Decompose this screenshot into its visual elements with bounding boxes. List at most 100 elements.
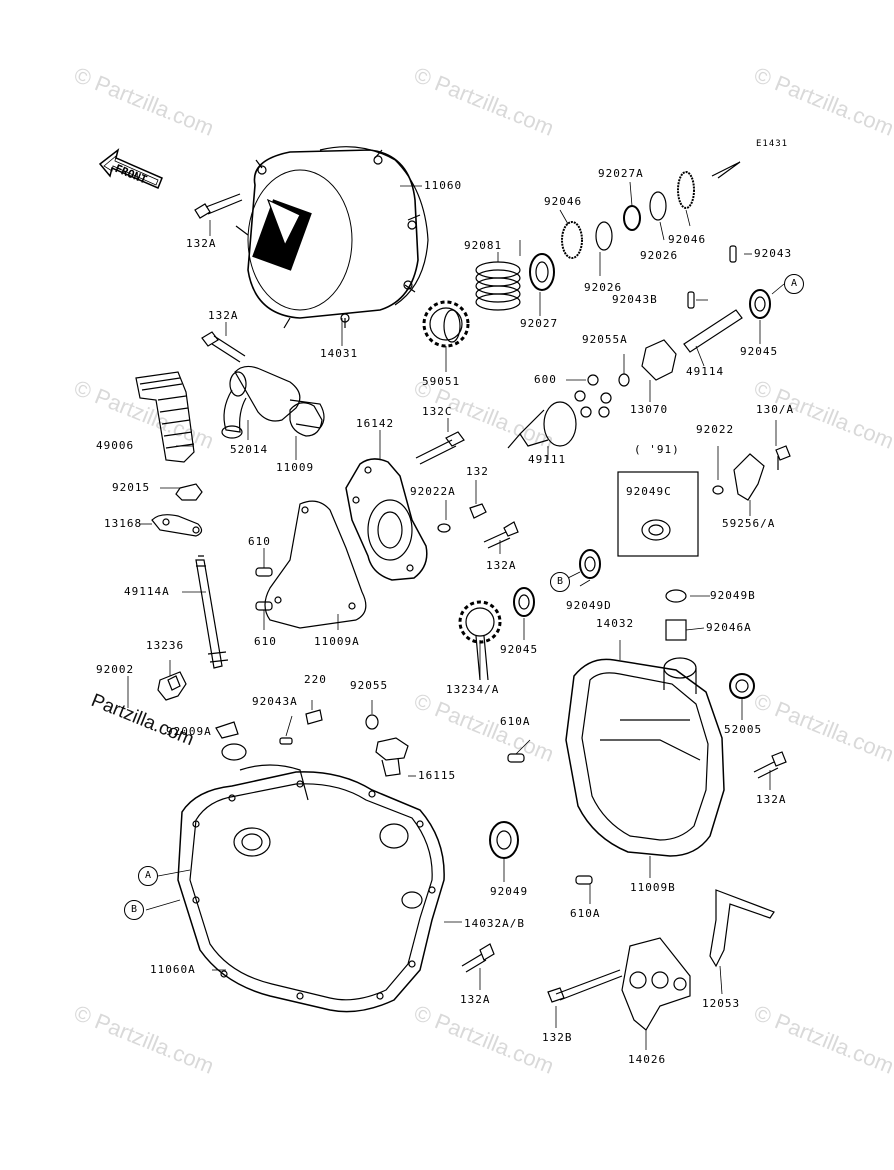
oring-92055 bbox=[365, 714, 379, 730]
part-label[interactable]: 92049 bbox=[490, 885, 529, 898]
part-label[interactable]: 11060 bbox=[424, 179, 463, 192]
part-label[interactable]: 59256/A bbox=[722, 517, 776, 530]
part-label[interactable]: 132A bbox=[186, 237, 217, 250]
part-label[interactable]: 92046 bbox=[668, 233, 707, 246]
impeller-13070 bbox=[641, 339, 677, 381]
bearing-92045 bbox=[749, 289, 771, 319]
part-label[interactable]: 92043 bbox=[754, 247, 793, 260]
part-label[interactable]: 92055A bbox=[582, 333, 628, 346]
part-label[interactable]: 92046 bbox=[544, 195, 583, 208]
part-label[interactable]: 13236 bbox=[146, 639, 185, 652]
part-label[interactable]: 132A bbox=[486, 559, 517, 572]
lever-13236 bbox=[157, 671, 187, 701]
part-label[interactable]: 14031 bbox=[320, 347, 359, 360]
part-label[interactable]: 92027 bbox=[520, 317, 559, 330]
part-label[interactable]: 92026 bbox=[640, 249, 679, 262]
water-elbow-52014 bbox=[221, 365, 325, 439]
pin-92043b bbox=[687, 291, 695, 309]
part-label[interactable]: 132 bbox=[466, 465, 489, 478]
part-label[interactable]: 16142 bbox=[356, 417, 395, 430]
part-label[interactable]: 13234/A bbox=[446, 683, 500, 696]
bracket-12053 bbox=[709, 889, 775, 968]
part-label[interactable]: 132A bbox=[208, 309, 239, 322]
part-label[interactable]: 92043A bbox=[252, 695, 298, 708]
part-label[interactable]: 13070 bbox=[630, 403, 669, 416]
part-label[interactable]: 13168 bbox=[104, 517, 143, 530]
part-label[interactable]: 220 bbox=[304, 673, 327, 686]
pin-610a bbox=[507, 753, 525, 763]
part-label[interactable]: 92022 bbox=[696, 423, 735, 436]
part-label[interactable]: 92049D bbox=[566, 599, 612, 612]
crankcase-cover-14032ab bbox=[177, 764, 445, 1013]
part-label[interactable]: 92049B bbox=[710, 589, 756, 602]
part-label[interactable]: 92045 bbox=[500, 643, 539, 656]
part-label[interactable]: 92046A bbox=[706, 621, 752, 634]
bracket-13168 bbox=[151, 514, 203, 537]
part-label[interactable]: 49114 bbox=[686, 365, 725, 378]
bearing-92045 bbox=[513, 587, 535, 617]
callout-b: B bbox=[124, 900, 144, 920]
variant-box bbox=[617, 471, 699, 557]
part-label[interactable]: 11009B bbox=[630, 881, 676, 894]
part-label[interactable]: 12053 bbox=[702, 997, 741, 1010]
part-label[interactable]: 610 bbox=[248, 535, 271, 548]
part-label[interactable]: 132B bbox=[542, 1031, 573, 1044]
part-label[interactable]: 11009 bbox=[276, 461, 315, 474]
gasket-11009a bbox=[264, 500, 367, 629]
clutch-cover-11060 bbox=[235, 146, 429, 329]
bolt-132a bbox=[201, 331, 219, 347]
part-label[interactable]: 92049C bbox=[626, 485, 672, 498]
part-label[interactable]: 132C bbox=[422, 405, 453, 418]
part-label[interactable]: 92043B bbox=[612, 293, 658, 306]
part-label[interactable]: 92081 bbox=[464, 239, 503, 252]
bushing-92049b bbox=[665, 589, 687, 603]
part-label[interactable]: 92002 bbox=[96, 663, 135, 676]
callout-a: A bbox=[138, 866, 158, 886]
part-label[interactable]: 92022A bbox=[410, 485, 456, 498]
bearing-92049 bbox=[489, 821, 519, 859]
bearing-92049c bbox=[641, 519, 671, 541]
shaft-49114 bbox=[683, 309, 743, 353]
part-label[interactable]: 92009A bbox=[166, 725, 212, 738]
part-label[interactable]: 132A bbox=[460, 993, 491, 1006]
gear-59051 bbox=[422, 300, 470, 348]
part-label[interactable]: 14032A/B bbox=[464, 917, 525, 930]
part-label[interactable]: 92027A bbox=[598, 167, 644, 180]
spring-92081 bbox=[475, 261, 521, 311]
part-label[interactable]: 11060A bbox=[150, 963, 196, 976]
pin-610 bbox=[255, 567, 273, 577]
washer-92022a bbox=[437, 523, 451, 533]
bearing-92046a bbox=[665, 619, 687, 641]
part-label[interactable]: 59051 bbox=[422, 375, 461, 388]
part-label[interactable]: 14032 bbox=[596, 617, 635, 630]
part-label[interactable]: 49006 bbox=[96, 439, 135, 452]
part-label[interactable]: 92026 bbox=[584, 281, 623, 294]
part-label[interactable]: 610A bbox=[570, 907, 601, 920]
governor-49111 bbox=[507, 401, 577, 449]
part-label[interactable]: 11009A bbox=[314, 635, 360, 648]
part-label[interactable]: 14026 bbox=[628, 1053, 667, 1066]
part-label[interactable]: 92055 bbox=[350, 679, 389, 692]
hose-49006 bbox=[135, 371, 195, 463]
part-label[interactable]: 130/A bbox=[756, 403, 795, 416]
diagram-code: E1431 bbox=[756, 139, 789, 149]
part-label[interactable]: 132A bbox=[756, 793, 787, 806]
variant-label: ( '91) bbox=[634, 443, 680, 456]
part-label[interactable]: 92045 bbox=[740, 345, 779, 358]
part-label[interactable]: 52014 bbox=[230, 443, 269, 456]
part-label[interactable]: 92015 bbox=[112, 481, 151, 494]
part-label[interactable]: 610A bbox=[500, 715, 531, 728]
bolt-220 bbox=[305, 709, 323, 725]
part-label[interactable]: 49111 bbox=[528, 453, 567, 466]
part-label[interactable]: 610 bbox=[254, 635, 277, 648]
oring-92055a bbox=[618, 373, 630, 387]
gasket-11009 bbox=[289, 402, 323, 437]
part-label[interactable]: 16115 bbox=[418, 769, 457, 782]
part-label[interactable]: 52005 bbox=[724, 723, 763, 736]
pin-92043 bbox=[729, 245, 737, 263]
part-label[interactable]: 600 bbox=[534, 373, 557, 386]
pin-610a bbox=[575, 875, 593, 885]
pump-cover-16142 bbox=[345, 458, 428, 581]
part-label[interactable]: 49114A bbox=[124, 585, 170, 598]
